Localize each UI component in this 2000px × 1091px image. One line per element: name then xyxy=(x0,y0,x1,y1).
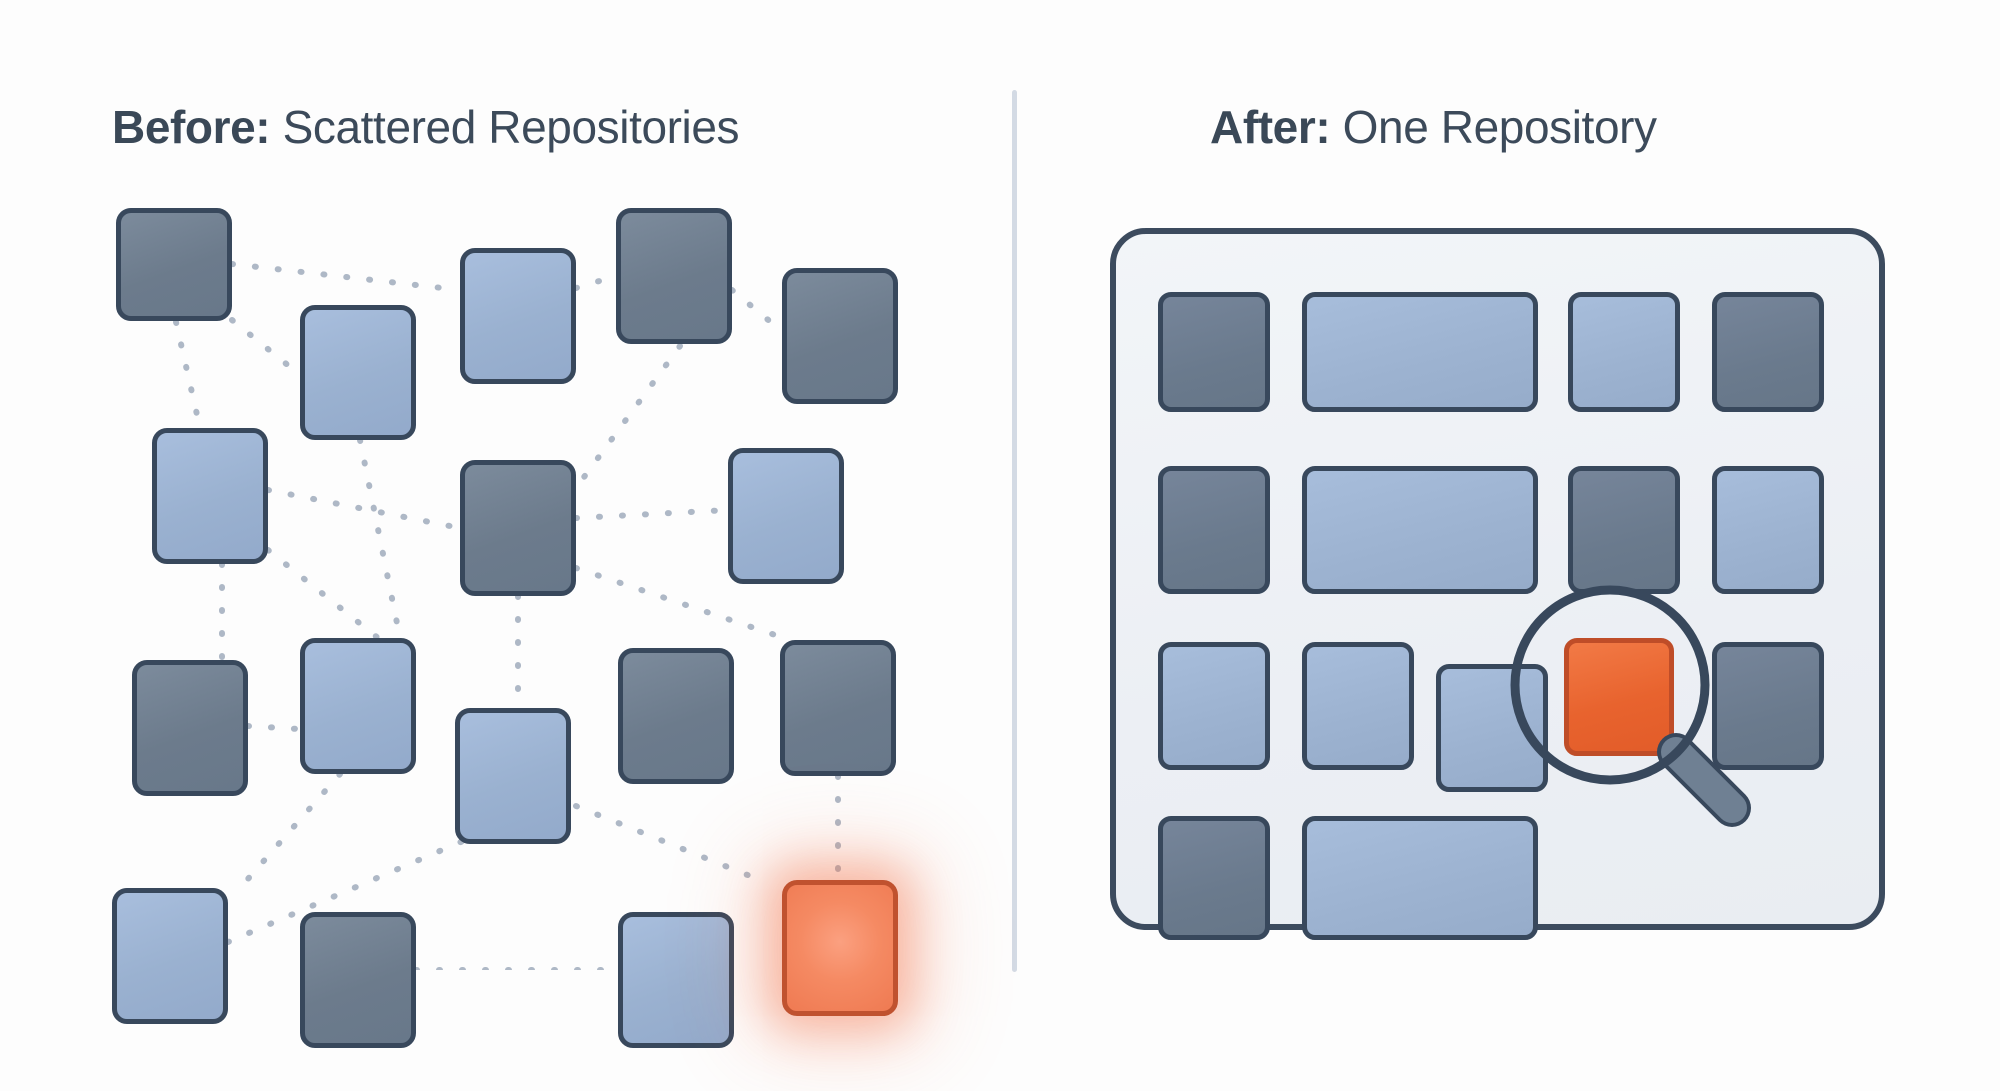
repository-tile[interactable] xyxy=(1712,642,1824,770)
repository-node[interactable] xyxy=(782,268,898,404)
repository-tile[interactable] xyxy=(1302,816,1538,940)
connector-line xyxy=(173,319,203,431)
repository-tile[interactable] xyxy=(1712,466,1824,594)
repository-tile[interactable] xyxy=(1158,466,1270,594)
repository-node[interactable] xyxy=(618,648,734,784)
repository-tile[interactable] xyxy=(1436,664,1548,792)
repository-node[interactable] xyxy=(300,638,416,774)
connector-line xyxy=(265,547,381,641)
panel-divider xyxy=(1012,90,1017,972)
highlighted-repository-node[interactable] xyxy=(782,880,898,1016)
connector-line xyxy=(573,273,619,291)
repository-node[interactable] xyxy=(300,305,416,440)
repository-tile[interactable] xyxy=(1302,292,1538,412)
repository-node[interactable] xyxy=(152,428,268,564)
after-panel xyxy=(1030,170,2000,970)
repository-tile[interactable] xyxy=(1158,816,1270,940)
connector-line xyxy=(229,261,463,293)
repository-node[interactable] xyxy=(780,640,896,776)
repository-tile[interactable] xyxy=(1158,292,1270,412)
repository-tile[interactable] xyxy=(1568,466,1680,594)
repository-node[interactable] xyxy=(116,208,232,321)
repository-node[interactable] xyxy=(300,912,416,1048)
connector-line xyxy=(229,317,303,378)
title-after-lead: After: xyxy=(1210,101,1331,153)
title-after-rest: One Repository xyxy=(1330,101,1657,153)
highlighted-repository-tile[interactable] xyxy=(1564,638,1674,756)
repository-node[interactable] xyxy=(132,660,248,796)
connector-line xyxy=(357,437,403,641)
title-before-lead: Before: xyxy=(112,101,271,153)
repository-node[interactable] xyxy=(616,208,732,344)
repository-tile[interactable] xyxy=(1302,466,1538,594)
repository-node[interactable] xyxy=(728,448,844,584)
connector-line xyxy=(573,343,683,491)
repository-tile[interactable] xyxy=(1568,292,1680,412)
connector-line xyxy=(573,803,763,883)
before-panel xyxy=(0,170,1000,1048)
repository-node[interactable] xyxy=(460,248,576,384)
page-title-after: After: One Repository xyxy=(1210,100,1657,154)
repository-tile[interactable] xyxy=(1158,642,1270,770)
connector-line xyxy=(573,507,731,521)
connector-line xyxy=(265,487,463,531)
repository-tile[interactable] xyxy=(1712,292,1824,412)
repository-node[interactable] xyxy=(618,912,734,1048)
repository-tile[interactable] xyxy=(1302,642,1414,770)
repository-node[interactable] xyxy=(460,460,576,596)
page-title-before: Before: Scattered Repositories xyxy=(112,100,740,154)
title-before-rest: Scattered Repositories xyxy=(270,101,740,153)
single-repository-container[interactable] xyxy=(1110,228,1885,940)
repository-node[interactable] xyxy=(455,708,571,844)
repository-node[interactable] xyxy=(112,888,228,1024)
connector-line xyxy=(237,771,343,891)
